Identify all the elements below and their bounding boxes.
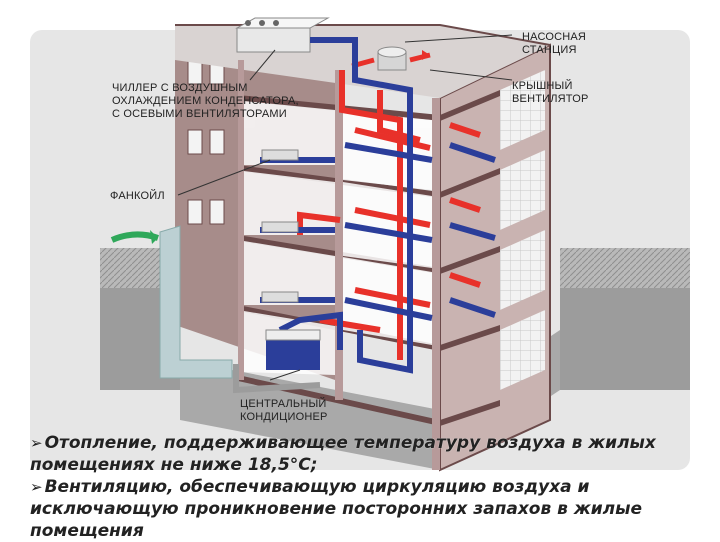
hot-pipes	[297, 70, 481, 360]
chiller-unit	[235, 17, 330, 53]
air-intake	[110, 225, 233, 379]
bullet-heating: ➢Отопление, поддерживающее температуру в…	[30, 433, 656, 475]
leader-lines	[177, 34, 513, 381]
label-fancoil: ФАНКОЙЛ	[110, 190, 165, 202]
bullet-list: ➢Отопление, поддерживающее температуру в…	[30, 432, 720, 542]
interior-walls	[238, 60, 440, 470]
bullet-ventilation: ➢Вентиляцию, обеспечивающую циркуляцию в…	[30, 477, 643, 541]
floor-slabs	[238, 90, 500, 426]
arrow-right-icon: ➢	[30, 478, 43, 496]
fancoil-units	[261, 149, 299, 303]
central-ac-unit	[233, 329, 321, 394]
arrow-right-icon: ➢	[30, 434, 43, 452]
